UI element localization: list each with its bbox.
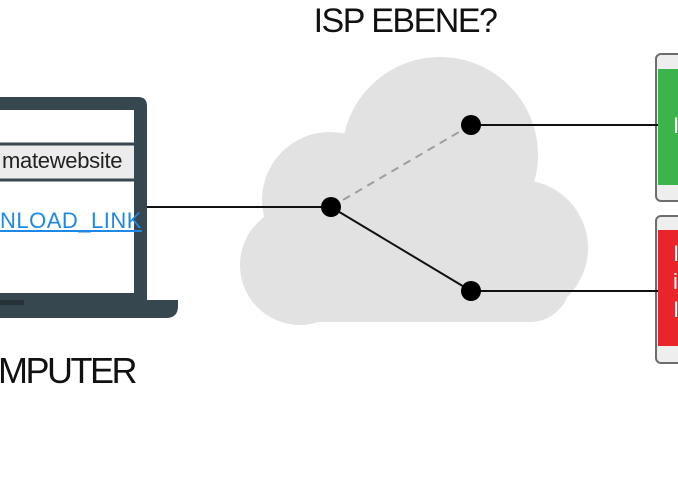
- address-bar-url: matewebsite: [2, 148, 123, 173]
- green-server-text: I: [673, 113, 678, 138]
- address-bar: [0, 143, 134, 180]
- computer-label: MPUTER: [0, 350, 138, 391]
- green-server-panel: [658, 69, 678, 185]
- download-link[interactable]: NLOAD_LINK: [0, 208, 142, 233]
- isp-cloud: [240, 57, 588, 325]
- active-route-line: [330, 206, 472, 292]
- green-server: [655, 53, 678, 202]
- red-server-panel: [658, 230, 678, 346]
- laptop-base: [0, 300, 178, 318]
- laptop: [0, 97, 178, 318]
- diagram-title: ISP EBENE?: [313, 2, 498, 40]
- isp-entry-node: [321, 197, 341, 217]
- red-server: [655, 215, 678, 364]
- isp-lower-node: [461, 281, 481, 301]
- laptop-screen: [0, 110, 134, 293]
- red-server-text: I i I: [673, 241, 678, 322]
- isp-upper-node: [461, 115, 481, 135]
